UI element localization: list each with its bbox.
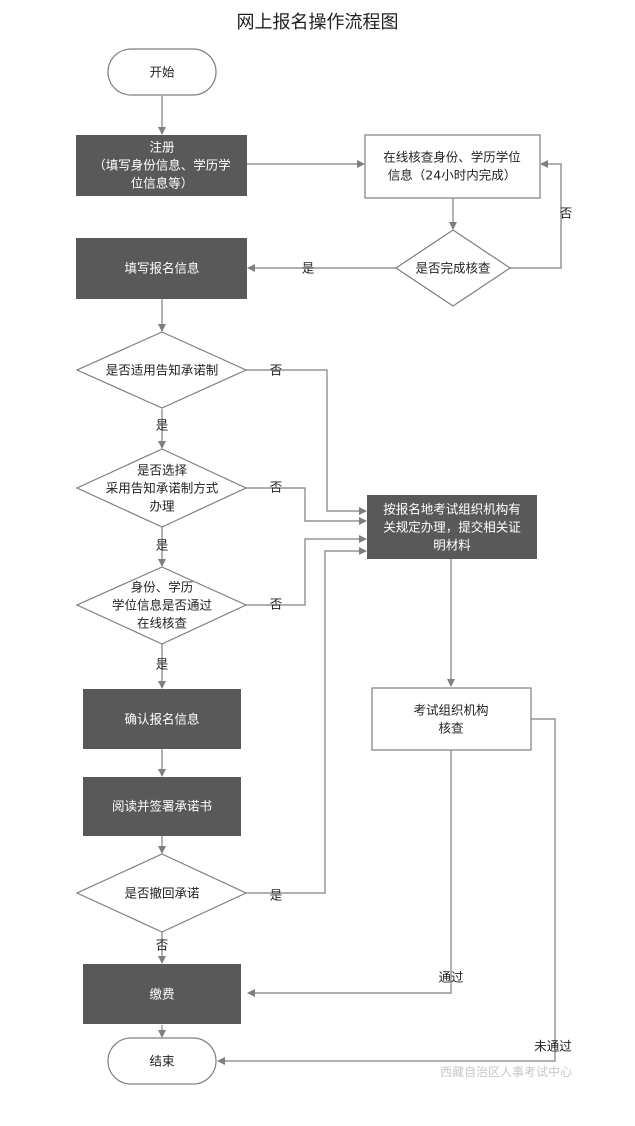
edge-label-org-pass: 通过	[438, 970, 464, 985]
edge-label-withdraw-yes: 是	[270, 888, 283, 903]
check-done-decision	[394, 229, 512, 307]
submit-docs-label: 明材料	[433, 538, 471, 553]
edge-label-org-fail: 未通过	[534, 1039, 572, 1054]
submit-docs-label: 按报名地考试组织机构有	[383, 502, 521, 517]
pass-online-decision	[75, 566, 248, 645]
arrow-withdraw-yes	[246, 547, 367, 894]
confirm-info-box	[83, 689, 241, 749]
choose-notify-decision	[75, 448, 248, 528]
arrow-check-no-loop	[509, 160, 562, 269]
choose-notify-label: 是否选择	[137, 463, 188, 478]
start-terminal	[107, 48, 217, 96]
edge-label-apply-notify-yes: 是	[156, 418, 169, 433]
fill-info-label: 填写报名信息	[124, 261, 199, 276]
choose-notify-label: 办理	[149, 499, 175, 514]
apply-notify-decision	[75, 331, 248, 409]
edge-label-choose-notify-yes: 是	[156, 538, 169, 553]
edge-label-withdraw-no: 否	[156, 938, 169, 953]
arrow-pass-no	[246, 535, 367, 606]
pay-box	[83, 964, 241, 1024]
start-label: 开始	[149, 65, 175, 80]
withdraw-label: 是否撤回承诺	[124, 886, 199, 901]
confirm-info-label: 确认报名信息	[124, 712, 199, 727]
read-sign-box	[83, 777, 241, 836]
read-sign-label: 阅读并签署承诺书	[112, 799, 212, 814]
edge-label-choose-notify-no: 否	[270, 480, 283, 495]
register-label: （填写身份信息、学历学	[93, 158, 231, 173]
online-check-label: 信息（24小时内完成）	[388, 168, 516, 183]
pass-online-label: 在线核查	[137, 616, 188, 631]
watermark-text: 西藏自治区人事考试中心	[440, 1064, 572, 1079]
org-check-box	[371, 687, 532, 751]
online-check-label: 在线核查身份、学历学位	[383, 150, 521, 165]
register-box	[76, 135, 247, 196]
submit-docs-label: 关规定办理，提交相关证	[383, 520, 521, 535]
edge-label-pass-online-no: 否	[270, 597, 283, 612]
apply-notify-label: 是否适用告知承诺制	[106, 363, 219, 378]
arrow-org-pass	[247, 750, 452, 997]
end-label: 结束	[149, 1054, 175, 1069]
edge-label-pass-online-yes: 是	[156, 657, 169, 672]
fill-info-box	[76, 238, 247, 299]
edge-label-check-done-yes: 是	[302, 261, 315, 276]
arrow-choose-no	[246, 487, 367, 525]
choose-notify-label: 采用告知承诺制方式	[106, 481, 219, 496]
connectors	[158, 96, 562, 1065]
check-done-label: 是否完成核查	[415, 261, 491, 276]
edge-label-apply-notify-no: 否	[270, 363, 283, 378]
pass-online-label: 学位信息是否通过	[112, 598, 213, 613]
arrow-org-fail	[217, 718, 556, 1065]
pass-online-label: 身份、学历	[131, 580, 194, 595]
end-terminal	[107, 1037, 217, 1085]
page-title: 网上报名操作流程图	[236, 12, 399, 33]
pay-label: 缴费	[149, 987, 174, 1002]
edge-label-check-done-no: 否	[560, 206, 573, 221]
org-check-label: 考试组织机构	[413, 703, 488, 718]
org-check-label: 核查	[438, 721, 464, 736]
online-check-box	[364, 134, 541, 199]
register-label: 注册	[149, 140, 174, 155]
register-label: 位信息等）	[131, 176, 194, 191]
withdraw-decision	[75, 853, 248, 933]
submit-docs-box	[367, 495, 537, 559]
arrow-apply-no	[246, 369, 367, 515]
